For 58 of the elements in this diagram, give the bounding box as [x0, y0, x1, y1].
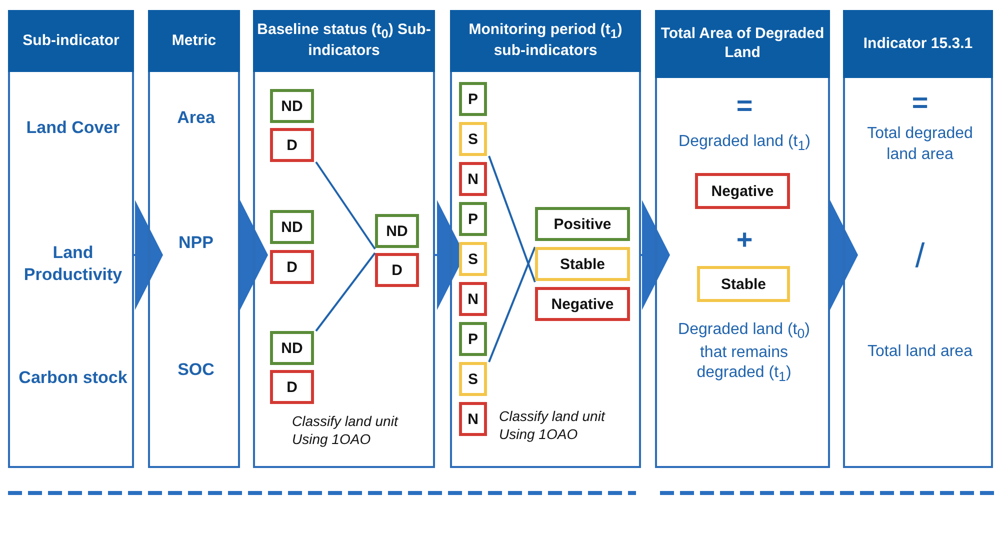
column-header: Monitoring period (t$_{1}$) sub-indicators: [450, 10, 641, 72]
column-header: Sub-indicator: [8, 10, 134, 72]
operator-symbol: =: [735, 89, 754, 123]
class-box: S: [459, 122, 487, 156]
note-text: Classify land unit Using 1OAO: [292, 412, 400, 448]
column-panel: [148, 10, 240, 468]
operator-symbol: =: [910, 86, 930, 120]
column-header: Total Area of Degraded Land: [655, 10, 830, 78]
connector-line: [488, 156, 536, 282]
class-box: Positive: [535, 207, 630, 241]
class-box: ND: [270, 210, 314, 244]
body-text: Total degraded land area: [866, 124, 974, 165]
chevron-arrow: [641, 200, 670, 310]
operator-symbol: +: [735, 223, 754, 257]
connector-line: [488, 246, 536, 362]
body-text: Land Productivity: [22, 242, 124, 286]
body-text: NPP: [178, 232, 214, 254]
column-panel: [843, 10, 993, 468]
body-text: Degraded land (t$_{1}$): [678, 132, 812, 154]
connector-line: [315, 252, 376, 332]
class-box: ND: [375, 214, 419, 248]
class-box: D: [270, 370, 314, 404]
note-text: Classify land unit Using 1OAO: [499, 407, 606, 444]
column-panel: [450, 10, 641, 468]
class-box: S: [459, 362, 487, 396]
connector-line: [315, 161, 376, 250]
class-box: ND: [270, 89, 314, 123]
class-box: N: [459, 162, 487, 196]
class-box: S: [459, 242, 487, 276]
class-box: Stable: [697, 266, 790, 302]
chevron-arrow: [240, 200, 268, 310]
column-header: Baseline status (t$_{0}$) Sub-indicators: [253, 10, 435, 72]
class-box: D: [375, 253, 419, 287]
column-panel: [8, 10, 134, 468]
class-box: Negative: [695, 173, 790, 209]
class-box: D: [270, 128, 314, 162]
body-text: Total land area: [866, 342, 974, 362]
body-text: Land Cover: [25, 117, 121, 139]
class-box: N: [459, 402, 487, 436]
class-box: Stable: [535, 247, 630, 281]
body-text: Carbon stock: [18, 367, 128, 389]
body-text: SOC: [176, 359, 216, 381]
column-header: Indicator 15.3.1: [843, 10, 993, 78]
chevron-arrow: [134, 200, 163, 310]
chevron-arrow: [830, 200, 858, 310]
operator-symbol: /: [914, 236, 926, 277]
class-box: Negative: [535, 287, 630, 321]
class-box: D: [270, 250, 314, 284]
class-box: P: [459, 82, 487, 116]
body-text: Degraded land (t$_{0}$) that remains degraded (t$_{1}$): [677, 320, 811, 386]
class-box: N: [459, 282, 487, 316]
column-panel: [655, 10, 830, 468]
column-panel: [253, 10, 435, 468]
class-box: P: [459, 202, 487, 236]
column-header: Metric: [148, 10, 240, 72]
class-box: P: [459, 322, 487, 356]
class-box: ND: [270, 331, 314, 365]
body-text: Area: [176, 107, 216, 129]
